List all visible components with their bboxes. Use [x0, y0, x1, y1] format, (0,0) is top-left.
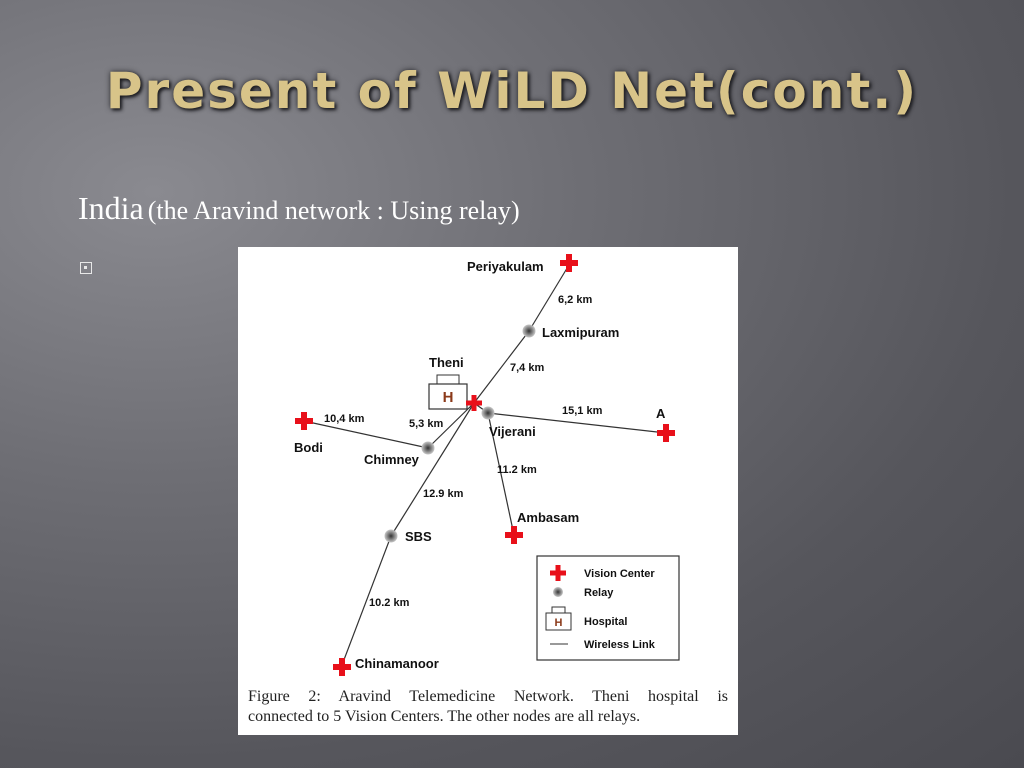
relay-sbs	[384, 529, 398, 543]
bullet-icon	[80, 262, 92, 274]
node-label-bodi: Bodi	[294, 440, 323, 455]
distance-chimney-sbs: 12.9 km	[423, 488, 464, 500]
figure-caption: Figure 2: Aravind Telemedicine Network. …	[248, 687, 728, 727]
relay-laxmipuram	[522, 324, 536, 338]
legend-hospital-label: Hospital	[584, 616, 627, 628]
hospital-icon: H	[428, 374, 468, 410]
network-figure: H Periyakulam Laxmipuram	[238, 247, 738, 735]
vision-center-periyakulam-icon	[560, 254, 578, 272]
link-theni-sbs	[390, 402, 475, 537]
slide-title: Present of WiLD Net(cont.)	[105, 62, 919, 120]
distance-bodi-chimney: 10,4 km	[324, 413, 365, 425]
distance-periyakulam-laxmipuram: 6,2 km	[558, 294, 592, 306]
link-vijerani-a	[487, 412, 667, 434]
distance-sbs-chinamanoor: 10.2 km	[369, 597, 410, 609]
relay-chimney	[421, 441, 435, 455]
link-sbs-chinamanoor	[341, 535, 392, 666]
vision-center-chinamanoor-icon	[333, 658, 351, 676]
wireless-links	[303, 264, 667, 666]
legend-hospital-icon: H	[545, 606, 572, 631]
legend-wireless-link-label: Wireless Link	[584, 639, 656, 651]
node-label-sbs: SBS	[405, 529, 432, 544]
node-label-a: A	[656, 406, 666, 421]
distance-laxmipuram-theni: 7,4 km	[510, 362, 544, 374]
node-label-chimney: Chimney	[364, 452, 420, 467]
link-laxmipuram-theni	[473, 330, 530, 404]
node-label-vijerani: Vijerani	[489, 424, 536, 439]
distance-chimney-theni: 5,3 km	[409, 418, 443, 430]
hospital-symbol: H	[443, 389, 454, 406]
network-diagram: H Periyakulam Laxmipuram	[294, 254, 680, 676]
subtitle-note: (the Aravind network : Using relay)	[147, 196, 520, 225]
legend-vision-center-label: Vision Center	[584, 568, 655, 580]
link-distance-labels: 6,2 km 7,4 km 15,1 km 10,4 km 5,3 km 11.…	[324, 294, 603, 609]
distance-vijerani-ambasam: 11.2 km	[497, 464, 537, 476]
node-label-laxmipuram: Laxmipuram	[542, 325, 619, 340]
link-bodi-chimney	[303, 420, 429, 449]
caption-line-1: Figure 2: Aravind Telemedicine Network. …	[248, 688, 728, 705]
legend-relay-icon	[553, 587, 563, 597]
legend-vision-center-icon	[550, 565, 566, 581]
distance-theni-a: 15,1 km	[562, 405, 603, 417]
link-vijerani-ambasam	[487, 412, 515, 536]
vision-center-bodi-icon	[295, 412, 313, 430]
node-label-chinamanoor: Chinamanoor	[355, 656, 439, 671]
node-label-ambasam: Ambasam	[517, 510, 579, 525]
legend: Vision Center Relay H Hospital Wireless …	[536, 555, 680, 661]
node-label-periyakulam: Periyakulam	[467, 259, 544, 274]
legend-hospital-symbol: H	[555, 617, 563, 629]
slide-subtitle: India (the Aravind network : Using relay…	[78, 190, 520, 227]
link-chimney-theni	[427, 402, 475, 449]
relay-vijerani	[481, 406, 495, 420]
vision-centers	[295, 254, 675, 676]
legend-relay-label: Relay	[584, 587, 614, 599]
link-periyakulam-laxmipuram	[528, 264, 570, 332]
vision-center-theni-icon	[466, 395, 482, 411]
country-label: India	[78, 190, 144, 226]
caption-line-2: connected to 5 Vision Centers. The other…	[248, 708, 641, 725]
vision-center-a-icon	[657, 424, 675, 442]
node-label-theni: Theni	[429, 355, 464, 370]
vision-center-ambasam-icon	[505, 526, 523, 544]
